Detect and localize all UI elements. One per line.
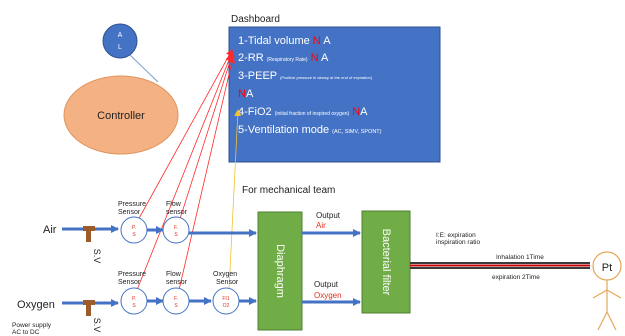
dashboard-item-rr: 2-RR (Respiratory Rate) N A [238, 52, 329, 64]
al-circle: A L [102, 23, 138, 59]
patient-figure: Pt [592, 251, 622, 331]
al-letter-a: A [118, 32, 123, 39]
svg-text:P.: P. [132, 225, 136, 231]
inhalation-label: Inhalation 1Time [496, 254, 544, 261]
air-pressure-sensor: P. S [120, 216, 148, 244]
svg-text:O2: O2 [223, 303, 230, 309]
signal-line-air-flow [178, 51, 235, 223]
patient-tubing [410, 262, 590, 269]
expiration-label: expiration 2Time [492, 274, 540, 281]
svg-text:S: S [174, 303, 178, 309]
dashboard-panel: 1-Tidal volume N A 2-RR (Respiratory Rat… [228, 26, 441, 163]
oxygen-flow-sensor: F. S [162, 287, 190, 315]
oxygen-solenoid-valve [83, 300, 95, 316]
svg-text:S: S [132, 303, 136, 309]
svg-text:F.: F. [174, 296, 178, 302]
air-source-label: Air [43, 224, 57, 236]
dashboard-item-ventilation-mode: 5-Ventilation mode (AC, SIMV, SPONT) [238, 124, 382, 136]
svg-text:P.: P. [132, 296, 136, 302]
controller-label: Controller [97, 110, 145, 122]
dashboard-title: Dashboard [231, 14, 280, 25]
oxygen-source-label: Oxygen [17, 299, 55, 311]
air-solenoid-valve [83, 226, 95, 242]
dashboard-item-tidal-volume: 1-Tidal volume N A [238, 35, 331, 47]
signal-line-air-pressure [136, 49, 233, 223]
output-oxygen-label: Output [314, 280, 339, 289]
signal-line-oxygen-sensor [228, 109, 242, 291]
oxygen-concentration-sensor: FI1 O2 [212, 287, 240, 315]
diaphragm-label: Diaphragm [274, 244, 286, 298]
svg-text:S: S [132, 232, 136, 238]
svg-text:FI1: FI1 [222, 296, 229, 302]
signal-line-oxygen-pressure [136, 54, 233, 291]
patient-label: Pt [602, 262, 612, 274]
svg-text:S: S [174, 232, 178, 238]
diaphragm-block: Diaphragm [257, 211, 303, 331]
bacterial-filter-block: Bacterial filter [361, 210, 411, 314]
air-flow-sensor: F. S [162, 216, 190, 244]
bacterial-filter-label: Bacterial filter [380, 229, 392, 296]
sensor-signal-lines [136, 49, 242, 291]
al-letter-l: L [118, 44, 122, 51]
controller-node: Controller [63, 75, 179, 155]
al-controller-connector [129, 54, 159, 83]
dashboard-item-peep: 3-PEEP (Positive pressure in airway at t… [238, 70, 373, 82]
output-air-label: Output [316, 211, 341, 220]
signal-line-oxygen-flow [178, 56, 236, 291]
air-valve-label: S.V [92, 249, 102, 264]
dashboard-item-peep-flag: NA [238, 88, 254, 100]
output-air-value: Air [316, 221, 326, 230]
svg-text:F.: F. [174, 225, 178, 231]
oxygen-valve-label: S.V [92, 318, 102, 333]
dashboard-item-fio2: 4-FiO2 (initial fraction of inspired oxy… [238, 106, 368, 118]
mechanical-team-label: For mechanical team [242, 185, 335, 196]
output-oxygen-value: Oxygen [314, 291, 342, 300]
oxygen-pressure-sensor: P. S [120, 287, 148, 315]
